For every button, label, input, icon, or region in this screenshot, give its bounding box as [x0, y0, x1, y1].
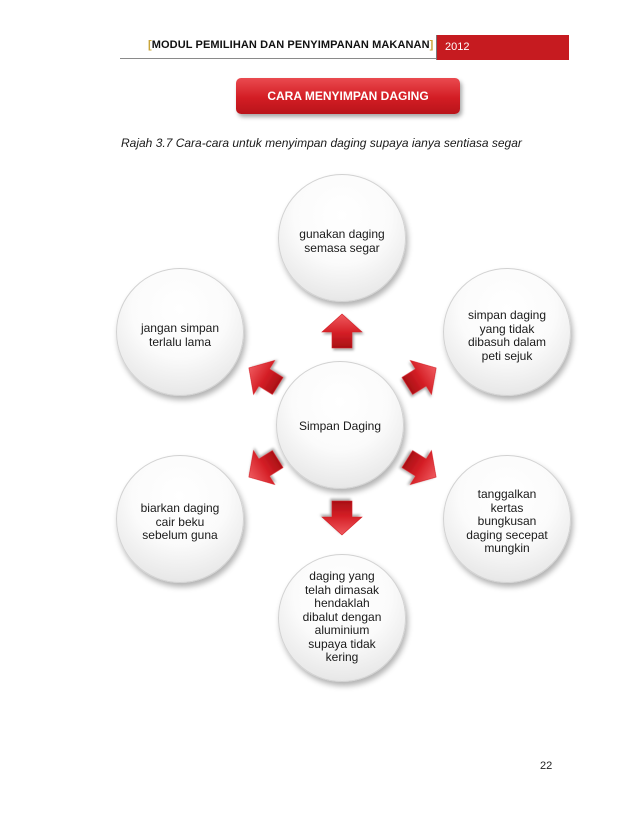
node-lower-left-label: biarkan daging cair beku sebelum guna [140, 501, 220, 542]
node-lower-right-label: tanggalkan kertas bungkusan daging secep… [466, 487, 548, 555]
node-upper-left-label: jangan simpan terlalu lama [140, 321, 220, 349]
arrow-lower-right [401, 449, 437, 485]
header-rule [120, 58, 436, 59]
section-title-box: CARA MENYIMPAN DAGING [236, 78, 460, 114]
header-divider [436, 35, 437, 60]
running-header-title: [MODUL PEMILIHAN DAN PENYIMPANAN MAKANAN… [148, 39, 433, 51]
page-number: 22 [540, 760, 553, 772]
node-lower-right: tanggalkan kertas bungkusan daging secep… [443, 455, 571, 583]
node-bottom: daging yang telah dimasak hendaklah diba… [278, 554, 406, 682]
header-title-text: MODUL PEMILIHAN DAN PENYIMPANAN MAKANAN [151, 39, 430, 51]
arrow-top [321, 313, 363, 349]
node-top-label: gunakan daging semasa segar [299, 227, 385, 255]
node-upper-right-label: simpan daging yang tidak dibasuh dalam p… [467, 308, 547, 363]
arrow-bottom [321, 500, 363, 536]
bracket-close: ] [429, 39, 434, 51]
arrow-upper-right [401, 360, 437, 396]
node-center-label: Simpan Daging [298, 419, 382, 433]
node-upper-left: jangan simpan terlalu lama [116, 268, 244, 396]
header-year: 2012 [437, 35, 569, 60]
node-center: Simpan Daging [276, 361, 404, 489]
node-lower-left: biarkan daging cair beku sebelum guna [116, 455, 244, 583]
figure-caption: Rajah 3.7 Cara-cara untuk menyimpan dagi… [121, 136, 522, 150]
node-upper-right: simpan daging yang tidak dibasuh dalam p… [443, 268, 571, 396]
node-bottom-label: daging yang telah dimasak hendaklah diba… [302, 569, 382, 664]
bracket-open: [ [148, 39, 152, 51]
node-top: gunakan daging semasa segar [278, 174, 406, 302]
arrow-lower-left [248, 449, 284, 485]
arrow-upper-left [248, 360, 284, 396]
